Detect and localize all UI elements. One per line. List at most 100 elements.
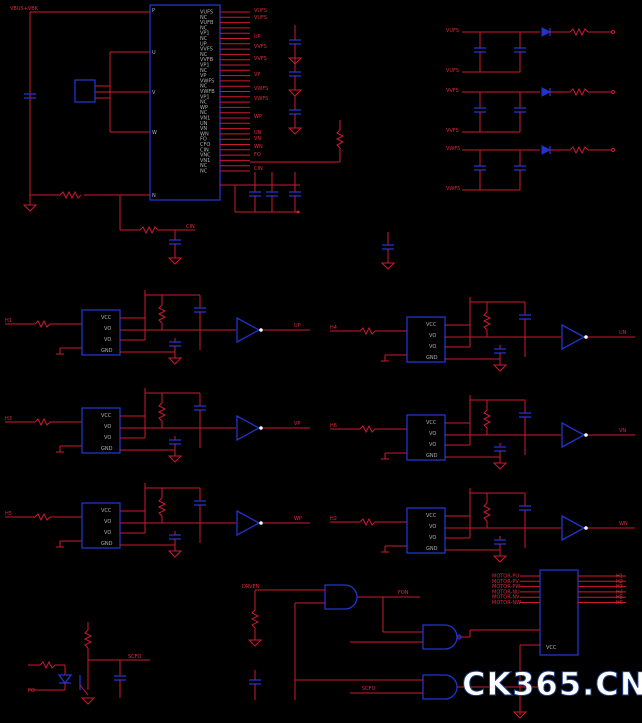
opto-input-label: H6 (330, 423, 337, 429)
ipm-signal-label: VN (254, 136, 261, 142)
cin-label-bottom: CIN (186, 224, 195, 230)
opto-pin-vcc: VCC (426, 513, 437, 519)
inverter-gate (561, 323, 586, 351)
logic-section: FON SCFO DRVEN MOTOR-PUMOTOR-PVMOTOR-PWM… (242, 569, 626, 719)
opto-pin-vo: VO (429, 344, 436, 350)
opto-input-label: H2 (330, 516, 337, 522)
and-gate-2 (422, 624, 458, 650)
ipm-pin-label: NC (200, 100, 208, 106)
ck365-watermark: CK365.CN (462, 665, 642, 713)
svg-text:U: U (152, 50, 156, 56)
opto-pin-vo: VO (104, 435, 111, 441)
scfo-label-top: SCFO (128, 654, 142, 660)
and-gate-3 (422, 674, 458, 700)
drven-label: DRVEN (242, 584, 260, 590)
ipm-signal-label: VWFS (254, 96, 268, 102)
opto-pin-vo: VO (104, 530, 111, 536)
motor-signal-label: MOTOR-NU (492, 589, 520, 595)
ipm-signal-label: VP (254, 72, 260, 78)
ipm-pin-label: VP1 (200, 63, 210, 69)
bootstrap-diode (541, 87, 552, 97)
inverter-output-label: VP (294, 421, 300, 427)
buffer-output-label: H2 (616, 579, 623, 585)
opto-input-label: H1 (5, 318, 12, 324)
motor-signal-label: MOTOR-NW (492, 600, 521, 606)
vbus-label: VBUS+VBK (10, 6, 39, 12)
ipm-pin-label: CFO (200, 142, 210, 148)
inverter-gate (236, 316, 261, 344)
svg-text:V: V (152, 90, 156, 96)
ipm-pin-label: VVFB (200, 57, 214, 63)
ipm-pin-label: VWFB (200, 89, 215, 95)
opto-pin-vo: VO (429, 333, 436, 339)
opto-pin-vo: VO (429, 524, 436, 530)
bootstrap-net-label: VWFS (446, 146, 460, 152)
ipm-pin-label: VVFS (200, 47, 213, 53)
ipm-pin-label: NC (200, 52, 208, 58)
inverter-gate (236, 414, 261, 442)
bootstrap-diode (541, 145, 552, 155)
bootstrap-diode (541, 27, 552, 37)
and-gate-1 (324, 584, 358, 610)
optocoupler-ic (81, 502, 121, 549)
ipm-signal-label: CIN (254, 166, 263, 172)
buffer-output-label: H3 (616, 584, 623, 590)
opto-pin-vo: VO (429, 442, 436, 448)
opto-pin-gnd: GND (426, 355, 438, 361)
opto-pin-vo: VO (104, 519, 111, 525)
fon-label: FON (398, 590, 409, 596)
motor-signal-label: MOTOR-PU (492, 574, 519, 580)
ipm-pin-label: WN (200, 131, 209, 137)
ipm-pin-label: FO (200, 137, 207, 143)
ipm-pin-label: NC (200, 169, 208, 175)
inverter-gate (561, 421, 586, 449)
ipm-pin-label: WP (200, 105, 208, 111)
bootstrap-net-label: VWFS (446, 186, 460, 192)
ipm-signal-label: VWFS (254, 86, 268, 92)
opto-pin-gnd: GND (101, 348, 113, 354)
ipm-signal-label: VUFS (254, 15, 267, 21)
opto-pin-gnd: GND (426, 546, 438, 552)
svg-text:W: W (152, 130, 157, 136)
optocoupler-ic (406, 414, 446, 461)
opto-pin-vcc: VCC (101, 413, 112, 419)
scfo-label-bottom: SCFO (362, 686, 376, 692)
buffer-ic (539, 569, 579, 656)
optocoupler-ic (81, 407, 121, 454)
ipm-pin-label: VP (200, 73, 206, 79)
opto-pin-vo: VO (104, 337, 111, 343)
opto-led (57, 674, 73, 685)
ipm-pin-label: UN (200, 121, 208, 127)
buffer-output-label: H4 (616, 589, 623, 595)
ipm-signal-label: WN (254, 144, 263, 150)
inverter-output-label: VN (619, 428, 626, 434)
opto-pin-vcc: VCC (101, 315, 112, 321)
ipm-pin-label: CIN (200, 147, 209, 153)
opto-pin-vo: VO (104, 326, 111, 332)
svg-text:P: P (152, 8, 155, 14)
ipm-signal-label: UN (254, 130, 262, 136)
optocoupler-ic (406, 507, 446, 554)
ipm-pin-label: VP1 (200, 31, 210, 37)
inverter-gate (561, 514, 586, 542)
opto-pin-vcc: VCC (426, 322, 437, 328)
ipm-signal-label: WP (254, 114, 262, 120)
fo-opto-section: SCFO FO (28, 622, 150, 705)
bootstrap-net-label: VVFS (446, 128, 459, 134)
ipm-signal-label: UP (254, 34, 261, 40)
buffer-output-label: H6 (616, 600, 623, 606)
ipm-signal-label: VVFS (254, 56, 267, 62)
fo-label-bottom: FO (28, 688, 35, 694)
inverter-gate (236, 509, 261, 537)
ipm-pin-label: NC (200, 36, 208, 42)
optocoupler-ic (406, 316, 446, 363)
opto-pin-gnd: GND (101, 541, 113, 547)
ipm-pin-label: NC (200, 68, 208, 74)
ipm-signal-label: VUFS (254, 8, 267, 14)
ipm-pin-label: NC (200, 15, 208, 21)
inverter-output-label: WN (619, 521, 628, 527)
bootstrap-net-label: VUFS (446, 28, 459, 34)
